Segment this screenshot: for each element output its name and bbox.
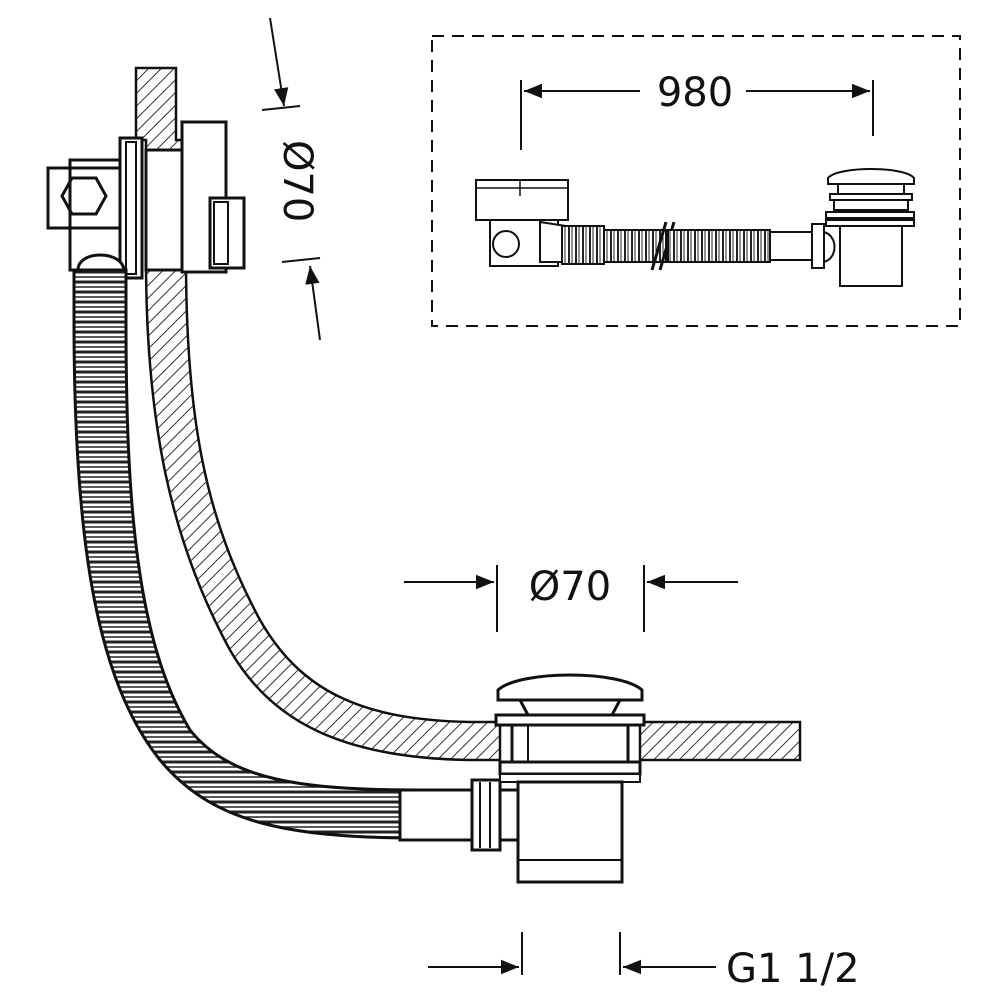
waste-diameter-label: Ø70: [529, 564, 611, 610]
thread-size-label: G1 1/2: [726, 946, 860, 992]
dimension-waste-diameter: Ø70: [404, 564, 738, 632]
overflow-nut: [60, 176, 108, 216]
overall-length-label: 980: [657, 70, 733, 116]
flexible-hose: [72, 268, 422, 840]
bath-wall-section: [134, 66, 502, 762]
dimension-thread: G1 1/2: [428, 932, 860, 992]
bath-floor-section: [638, 720, 802, 762]
overview-inset: 980: [431, 35, 961, 327]
overflow-assembly: [46, 120, 246, 280]
dimension-overflow-diameter: Ø70: [261, 17, 321, 341]
hose-connector: [398, 778, 529, 852]
waste-plug-assembly: [494, 673, 646, 884]
overflow-diameter-label: Ø70: [274, 140, 320, 222]
plug-cap: [496, 673, 644, 702]
